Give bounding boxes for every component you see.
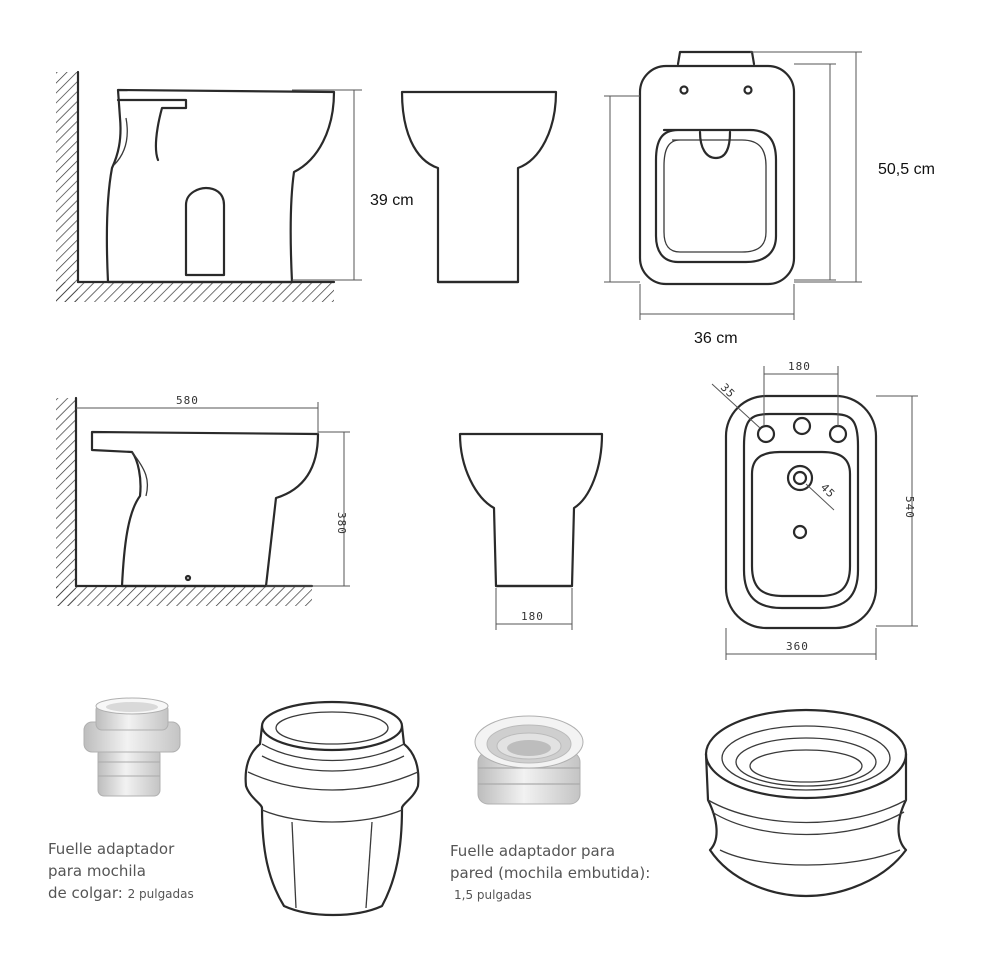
- hole-diameter-small-label: 35: [718, 381, 738, 401]
- length-label: 580: [176, 394, 199, 407]
- wall-caption-size: 1,5 pulgadas: [454, 888, 532, 902]
- toilet-side-view: 39 cm: [56, 70, 414, 302]
- wall-caption-line1: Fuelle adaptador para: [450, 842, 616, 860]
- hanging-caption-line2: para mochila: [48, 862, 146, 880]
- floor-hatch: [56, 282, 334, 302]
- hanging-caption-size: 2 pulgadas: [127, 887, 194, 901]
- hanging-adaptor-drawing: [244, 700, 420, 917]
- bidet-top-view: 180 35 45 540 360: [711, 360, 918, 660]
- bidet-depth-label: 540: [903, 496, 916, 519]
- wall-caption-line2: pared (mochila embutida):: [450, 864, 651, 882]
- bidet-front-view: 180: [458, 432, 604, 630]
- hanging-caption-line3: de colgar: 2 pulgadas: [48, 882, 194, 905]
- toilet-front-view: [400, 90, 558, 284]
- hole-spacing-label: 180: [788, 360, 811, 373]
- hanging-adaptor-caption: Fuelle adaptador para mochila de colgar:…: [48, 838, 194, 905]
- wall-adaptor-caption: Fuelle adaptador para pared (mochila emb…: [450, 840, 650, 906]
- hanging-caption-line3-main: de colgar:: [48, 884, 128, 902]
- wall-hatch-2: [56, 398, 76, 606]
- height-label: 39 cm: [370, 192, 414, 209]
- bidet-side-view: 580 380: [56, 394, 350, 606]
- hanging-caption-line1: Fuelle adaptador: [48, 840, 175, 858]
- bidet-width-label: 360: [786, 640, 809, 653]
- hanging-adaptor-photo: [83, 697, 181, 797]
- bidet-height-label: 380: [335, 512, 348, 535]
- wall-hatch: [56, 72, 78, 302]
- base-width-label: 180: [521, 610, 544, 623]
- width-label: 36 cm: [694, 330, 738, 347]
- wall-adaptor-photo: [474, 715, 584, 805]
- floor-hatch-2: [56, 586, 312, 606]
- depth-label: 50,5 cm: [878, 161, 935, 178]
- toilet-top-view: 50,5 cm 36 cm: [604, 50, 935, 347]
- wall-adaptor-drawing: [704, 708, 908, 898]
